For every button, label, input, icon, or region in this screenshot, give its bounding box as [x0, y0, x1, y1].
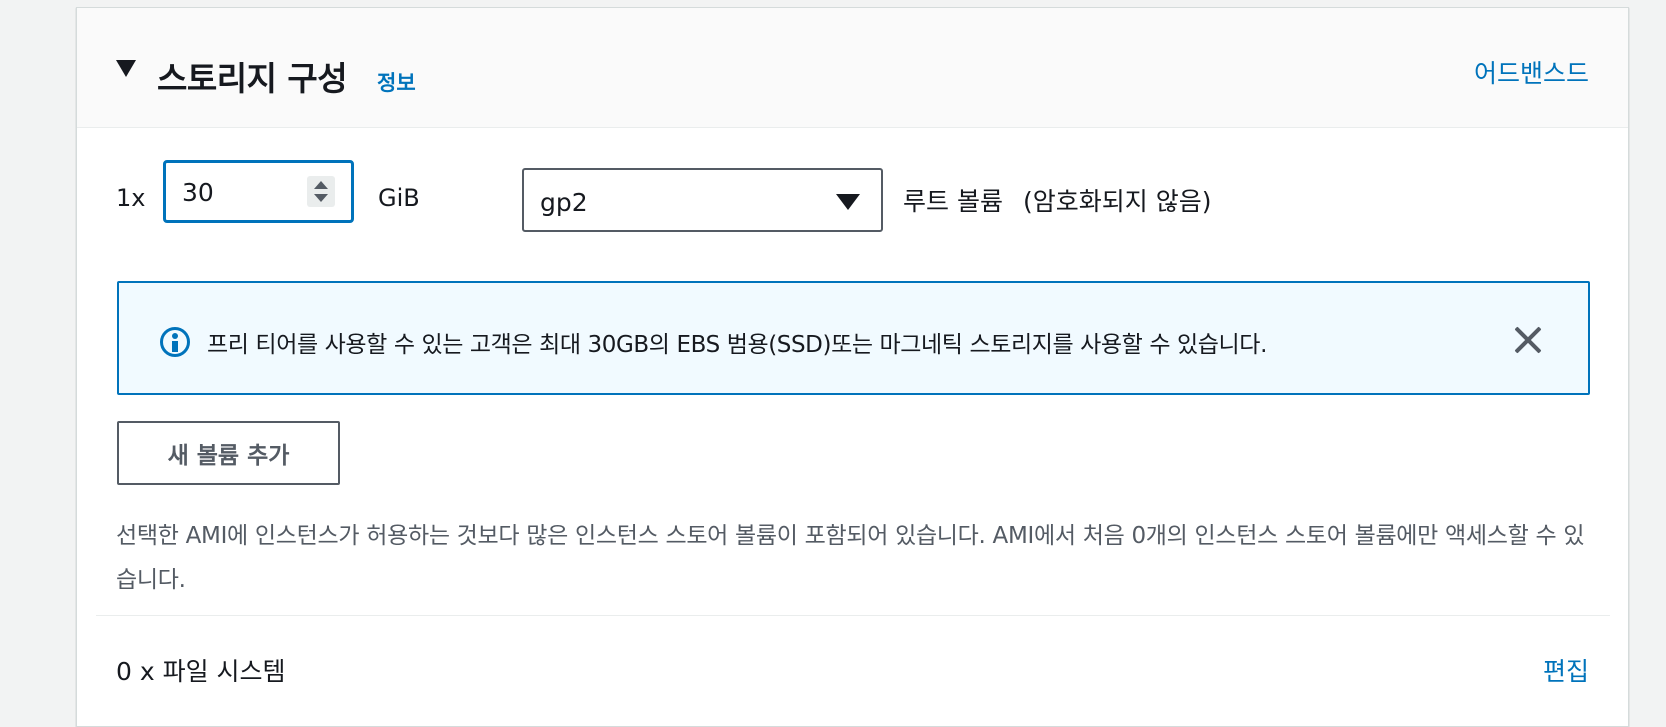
- free-tier-alert: 프리 티어를 사용할 수 있는 고객은 최대 30GB의 EBS 범용(SSD)…: [117, 281, 1590, 395]
- volume-type-select[interactable]: gp2: [522, 168, 883, 232]
- ami-instance-store-note: 선택한 AMI에 인스턴스가 허용하는 것보다 많은 인스턴스 스토어 볼륨이 …: [116, 523, 1585, 593]
- collapse-caret-icon[interactable]: [116, 60, 136, 77]
- stepper-down-icon[interactable]: [314, 194, 328, 202]
- section-title: 스토리지 구성: [157, 59, 348, 98]
- add-volume-button[interactable]: 새 볼륨 추가: [117, 421, 340, 485]
- edit-link[interactable]: 편집: [1542, 657, 1589, 686]
- size-unit-label: GiB: [378, 184, 420, 212]
- alert-message: 프리 티어를 사용할 수 있는 고객은 최대 30GB의 EBS 범용(SSD)…: [207, 332, 1267, 358]
- panel-header: 스토리지 구성 정보 어드밴스드: [77, 8, 1628, 128]
- close-icon[interactable]: [1513, 325, 1543, 355]
- root-volume-label: 루트 볼륨: [903, 187, 1003, 216]
- advanced-link[interactable]: 어드밴스드: [1473, 59, 1589, 88]
- storage-config-panel: 스토리지 구성 정보 어드밴스드 1x GiB gp2 루트 볼륨 (암호화되지…: [76, 7, 1629, 727]
- volume-size-input[interactable]: [182, 175, 312, 209]
- dropdown-arrow-icon: [836, 194, 860, 210]
- encryption-note: (암호화되지 않음): [1023, 187, 1212, 216]
- volume-type-value: gp2: [540, 188, 588, 217]
- stepper-up-icon[interactable]: [314, 181, 328, 189]
- volume-count-label: 1x: [116, 184, 146, 212]
- size-stepper[interactable]: [307, 176, 335, 207]
- divider: [96, 615, 1610, 616]
- volume-size-field[interactable]: [163, 160, 354, 223]
- info-icon: [160, 327, 190, 357]
- file-systems-label: 0 x 파일 시스템: [116, 657, 286, 686]
- info-link[interactable]: 정보: [377, 71, 416, 95]
